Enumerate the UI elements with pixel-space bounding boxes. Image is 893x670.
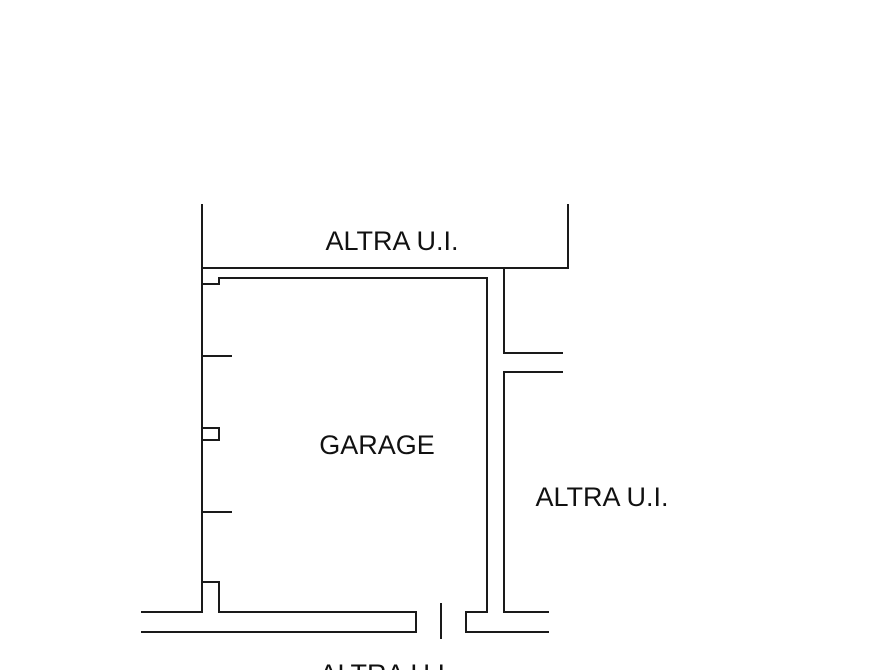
garage-top-wall <box>218 277 488 613</box>
top-unit-label: ALTRA U.I. <box>325 226 458 256</box>
garage-label: GARAGE <box>319 430 435 460</box>
top-unit-walls <box>201 204 569 269</box>
right-unit-label: ALTRA U.I. <box>535 482 668 512</box>
garage-bottom-wall <box>141 611 549 633</box>
garage-left-wall <box>201 267 232 613</box>
garage-right-wall <box>503 267 563 613</box>
bottom-unit-label: ALTRA U.I. <box>319 659 452 670</box>
